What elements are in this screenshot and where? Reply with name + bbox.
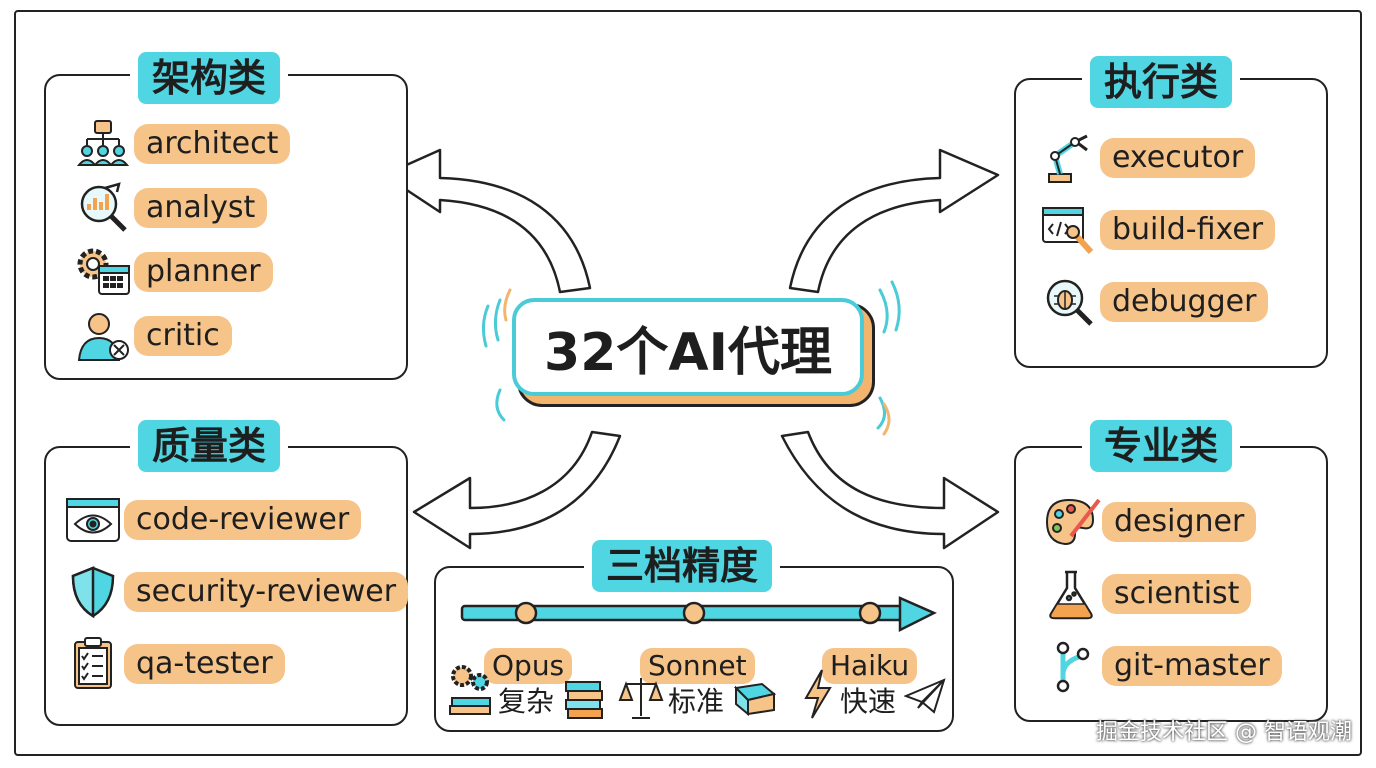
agent-security-reviewer: security-reviewer [62, 566, 409, 619]
books-stack-icon [562, 676, 606, 724]
git-branch-icon [1040, 638, 1102, 694]
org-chart-icon [72, 116, 134, 172]
panel-title-tiers: 三档精度 [592, 540, 773, 592]
agent-executor: executor [1038, 134, 1256, 183]
shield-icon [62, 564, 124, 620]
tier-desc-haiku: 快速 [840, 685, 897, 718]
bug-magnifier-icon [1038, 274, 1100, 330]
agent-label: critic [134, 316, 232, 356]
center-title-box: 32个AI代理 [512, 298, 864, 396]
eye-window-icon [62, 492, 124, 548]
panel-title-execution: 执行类 [1090, 56, 1233, 108]
agent-label: code-reviewer [124, 500, 362, 540]
arrow-to-execution [788, 148, 1000, 294]
user-x-icon [72, 308, 134, 364]
agent-label: security-reviewer [124, 572, 409, 612]
gear-calendar-icon [72, 244, 134, 300]
agent-label: executor [1100, 138, 1256, 178]
tier-name-haiku: Haiku [822, 648, 918, 684]
checklist-icon [62, 636, 124, 692]
agent-critic: critic [72, 313, 232, 361]
agent-qa-tester: qa-tester [62, 637, 285, 689]
agent-analyst: analyst [72, 182, 268, 232]
agent-label: debugger [1100, 282, 1269, 322]
agent-debugger: debugger [1038, 279, 1269, 326]
agent-designer: designer [1040, 498, 1257, 546]
palette-icon [1040, 494, 1102, 550]
agent-build-fixer: build-fixer [1038, 207, 1276, 255]
outer-frame [14, 10, 1362, 756]
tier-name-sonnet: Sonnet [640, 648, 755, 684]
agent-planner: planner [72, 248, 273, 295]
flask-icon [1040, 566, 1102, 622]
tier-desc-opus: 复杂 [498, 685, 555, 718]
agent-label: git-master [1102, 646, 1282, 686]
lightning-icon [802, 668, 834, 724]
chart-magnifier-icon [72, 180, 134, 236]
gears-books-icon [446, 662, 496, 720]
code-wrench-icon [1038, 202, 1100, 258]
agent-label: scientist [1102, 574, 1252, 614]
panel-title-architecture: 架构类 [138, 52, 281, 104]
book-icon [732, 680, 778, 722]
agent-label: analyst [134, 188, 268, 228]
arrow-to-specialist [780, 430, 1000, 550]
agent-label: architect [134, 124, 291, 164]
tier-desc-sonnet: 标准 [668, 685, 725, 718]
agent-scientist: scientist [1040, 570, 1252, 620]
arrow-to-architecture [382, 148, 592, 294]
agent-label: designer [1102, 502, 1257, 542]
arrow-to-quality [412, 430, 622, 550]
panel-title-specialist: 专业类 [1090, 420, 1233, 472]
agent-label: qa-tester [124, 644, 285, 684]
agent-code-reviewer: code-reviewer [62, 498, 362, 542]
watermark: 掘金技术社区 @ 智语观潮 [1096, 720, 1352, 745]
paper-plane-icon [903, 678, 946, 720]
agent-label: planner [134, 252, 273, 292]
robot-arm-icon [1038, 130, 1100, 186]
agent-git-master: git-master [1040, 641, 1282, 693]
scale-book-icon [616, 672, 666, 726]
tier-name-opus: Opus [484, 648, 573, 684]
agent-architect: architect [72, 120, 291, 166]
agent-label: build-fixer [1100, 210, 1276, 250]
center-title: 32个AI代理 [544, 322, 832, 383]
panel-title-quality: 质量类 [138, 420, 281, 472]
